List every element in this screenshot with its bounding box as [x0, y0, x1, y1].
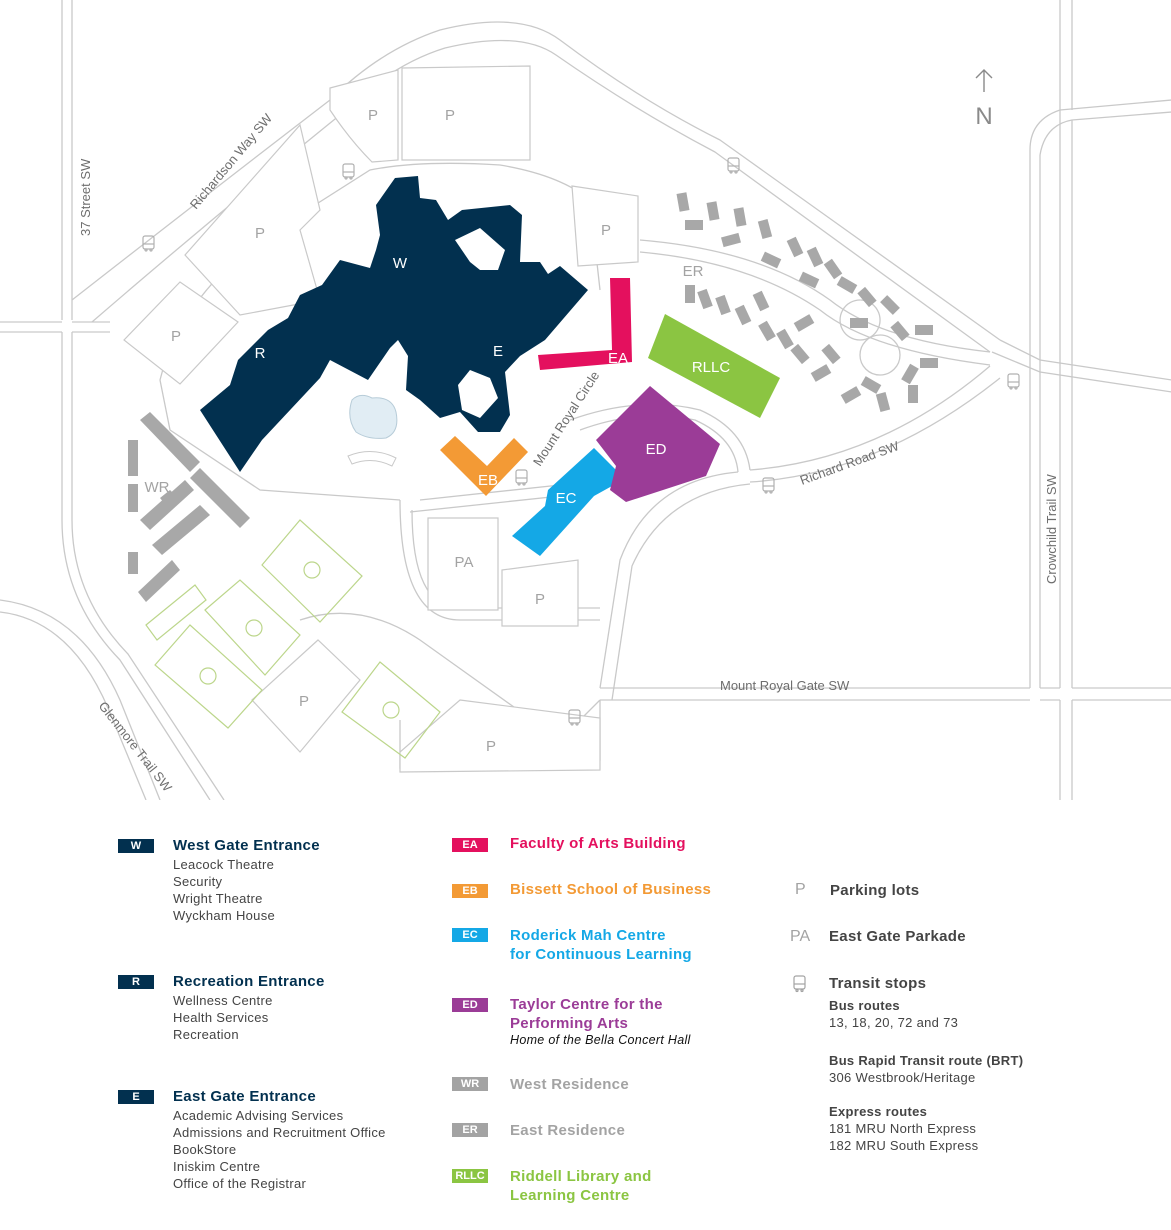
residence-blocks [128, 192, 938, 602]
transit-route: 181 MRU North Express [829, 1121, 977, 1136]
parkade-symbol: PA [790, 928, 811, 945]
label-p: P [486, 738, 496, 755]
legend-title-ec-line1: Roderick Mah Centre [510, 927, 666, 944]
legend-note-ed: Home of the Bella Concert Hall [510, 1033, 691, 1047]
building-eb [440, 436, 528, 496]
label-p: P [255, 225, 265, 242]
building-ec [512, 448, 616, 556]
courtyard [455, 228, 505, 270]
legend-item: Security [173, 874, 223, 889]
transit-route: 13, 18, 20, 72 and 73 [829, 1015, 959, 1030]
legend-list-recreation: Wellness Centre Health Services Recreati… [173, 992, 273, 1043]
plaza-arc [347, 451, 397, 467]
legend-item: Office of the Registrar [173, 1176, 307, 1191]
campus-map: N Richardson Way SW 37 Street SW Glenmor… [0, 0, 1171, 800]
transit-route: 306 Westbrook/Heritage [829, 1070, 976, 1085]
label-p: P [368, 107, 378, 124]
label-p: P [601, 222, 611, 239]
bus-stop-icons [142, 157, 1020, 726]
street-label-mount-royal-gate: Mount Royal Gate SW [720, 678, 850, 693]
label-ed: ED [646, 441, 667, 458]
label-p: P [299, 693, 309, 710]
legend-item: Wright Theatre [173, 891, 263, 906]
legend-badge-r: R [118, 975, 154, 989]
legend-title-eb: Bissett School of Business [510, 881, 712, 898]
transit-route: 182 MRU South Express [829, 1138, 979, 1153]
legend-item: BookStore [173, 1142, 237, 1157]
legend-title-rllc-line1: Riddell Library and [510, 1168, 652, 1185]
legend-title-ec-line2: for Continuous Learning [510, 946, 692, 963]
north-arrow-icon [975, 69, 993, 92]
legend-title-rllc-line2: Learning Centre [510, 1187, 630, 1204]
legend-badge-rllc: RLLC [452, 1169, 488, 1183]
building-rllc [648, 314, 780, 418]
label-er: ER [683, 263, 704, 280]
legend-title-ed-line1: Taylor Centre for the [510, 996, 663, 1013]
label-r: R [255, 345, 266, 362]
pond [349, 394, 398, 439]
legend-title-west-gate: West Gate Entrance [173, 837, 320, 854]
legend-item: Health Services [173, 1010, 269, 1025]
legend-badge-wr: WR [452, 1077, 488, 1091]
parking-symbol: P [795, 881, 806, 898]
legend-title-transit: Transit stops [829, 975, 927, 992]
transit-group-heading: Express routes [829, 1104, 928, 1119]
legend-title-ea: Faculty of Arts Building [510, 835, 686, 852]
label-rllc: RLLC [692, 359, 731, 376]
transit-group-brt: Bus Rapid Transit route (BRT) 306 Westbr… [829, 1052, 1023, 1086]
street-label-glenmore: Glenmore Trail SW [96, 699, 176, 795]
label-p: P [171, 328, 181, 345]
legend-item: Admissions and Recruitment Office [173, 1125, 386, 1140]
label-e: E [493, 343, 503, 360]
legend-item: Academic Advising Services [173, 1108, 344, 1123]
legend-list-west-gate: Leacock Theatre Security Wright Theatre … [173, 856, 275, 924]
legend-item: Recreation [173, 1027, 239, 1042]
label-p: P [445, 107, 455, 124]
building-ed [596, 386, 720, 502]
map-legend: W West Gate Entrance Leacock Theatre Sec… [0, 800, 1171, 1230]
transit-group-heading: Bus Rapid Transit route (BRT) [829, 1053, 1024, 1068]
transit-group-bus: Bus routes 13, 18, 20, 72 and 73 [829, 997, 958, 1031]
street-label-37-street: 37 Street SW [78, 158, 93, 236]
legend-badge-e: E [118, 1090, 154, 1104]
legend-badge-ec: EC [452, 928, 488, 942]
legend-badge-eb: EB [452, 884, 488, 898]
label-w: W [393, 255, 408, 272]
street-label-crowchild: Crowchild Trail SW [1044, 473, 1059, 584]
legend-title-ed-line2: Performing Arts [510, 1015, 629, 1032]
legend-item: Leacock Theatre [173, 857, 275, 872]
street-label-richard-road: Richard Road SW [798, 438, 902, 488]
legend-badge-ed: ED [452, 998, 488, 1012]
legend-title-parkade: East Gate Parkade [829, 928, 966, 945]
sports-fields [145, 519, 441, 759]
label-p: P [535, 591, 545, 608]
legend-item: Wyckham House [173, 908, 276, 923]
legend-list-east-gate: Academic Advising Services Admissions an… [173, 1107, 386, 1192]
transit-group-heading: Bus routes [829, 998, 900, 1013]
legend-badge-er: ER [452, 1123, 488, 1137]
legend-badge-ea: EA [452, 838, 488, 852]
legend-title-recreation: Recreation Entrance [173, 973, 325, 990]
north-label: N [975, 103, 992, 130]
label-eb: EB [478, 472, 498, 489]
label-wr: WR [145, 479, 170, 496]
label-ea: EA [608, 350, 628, 367]
courtyard [458, 370, 498, 418]
legend-item: Wellness Centre [173, 993, 273, 1008]
legend-title-east-gate: East Gate Entrance [173, 1088, 316, 1105]
legend-title-er: East Residence [510, 1122, 626, 1139]
legend-badge-w: W [118, 839, 154, 853]
label-ec: EC [556, 490, 577, 507]
bus-icon [793, 975, 806, 993]
building-ea [538, 278, 632, 370]
label-pa: PA [455, 554, 474, 571]
parking-lots [123, 65, 639, 773]
legend-title-parking: Parking lots [830, 882, 920, 899]
legend-item: Iniskim Centre [173, 1159, 261, 1174]
transit-group-express: Express routes 181 MRU North Express 182… [829, 1103, 978, 1154]
legend-title-wr: West Residence [510, 1076, 629, 1093]
